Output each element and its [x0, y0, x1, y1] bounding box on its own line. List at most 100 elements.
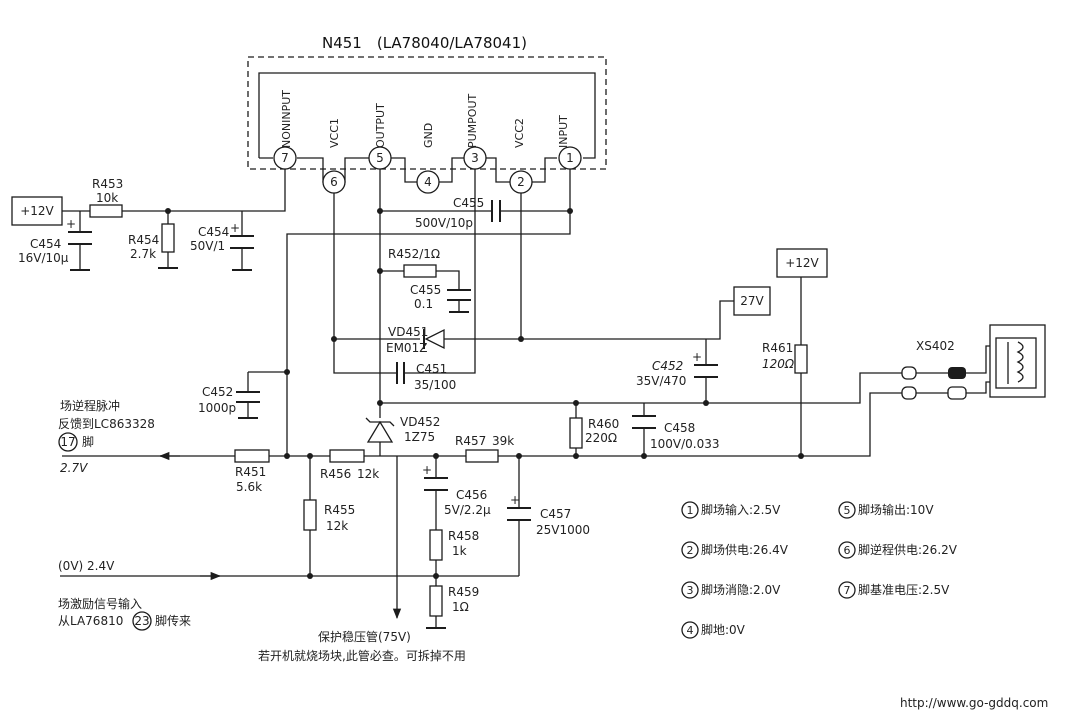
- ic-package-outline: [247, 56, 607, 170]
- c455-top-label: C455: [453, 196, 484, 210]
- supply-12v-left-label: +12V: [20, 204, 54, 218]
- pin-name-1: INPUT: [557, 115, 570, 148]
- voltage-pin-7-num: 7: [844, 584, 851, 597]
- voltage-pin-1-text: 脚场输入:2.5V: [701, 502, 781, 517]
- junctions: [165, 208, 804, 579]
- c452-left-value: 1000p: [198, 401, 236, 415]
- voltage-pin-6-num: 6: [844, 544, 851, 557]
- pin-1-number: 1: [566, 151, 574, 165]
- connector-xs402: [880, 345, 996, 400]
- voltage-pin-2-text: 脚场供电:26.4V: [701, 542, 789, 557]
- voltage-pin-1-marker: [681, 501, 699, 519]
- capacitor-c452-right: +: [692, 350, 718, 378]
- r457-value: 39k: [492, 434, 514, 448]
- r459-label: R459: [448, 585, 479, 599]
- r461-label: R461: [762, 341, 793, 355]
- resistor-r457: [465, 449, 499, 463]
- protect-note-line1: 保护稳压管(75V): [318, 629, 411, 644]
- r452-label: R452/1Ω: [388, 247, 440, 261]
- pin-name-3: PUMPOUT: [466, 93, 479, 148]
- voltage-pin-3-num: 3: [687, 584, 694, 597]
- drive-pin-number: 23: [134, 614, 149, 628]
- pin-4-marker: [416, 170, 440, 194]
- drive-label-line2-post: 脚传来: [155, 613, 191, 628]
- vd452-label: VD452: [400, 415, 440, 429]
- r453-value: 10k: [96, 191, 118, 205]
- supply-27v-label: 27V: [740, 294, 764, 308]
- flyback-voltage: 2.7V: [60, 461, 88, 475]
- capacitor-c455-top: [491, 200, 501, 222]
- svg-text:+: +: [692, 350, 702, 364]
- r456-label: R456: [320, 467, 351, 481]
- pin-2-number: 2: [517, 175, 525, 189]
- r458-label: R458: [448, 529, 479, 543]
- capacitor-c454-mid: +: [230, 221, 254, 271]
- resistor-r456: [329, 449, 365, 463]
- r455-value: 12k: [326, 519, 348, 533]
- c454-mid-value: 50V/1: [190, 239, 225, 253]
- svg-text:+: +: [510, 493, 520, 507]
- pin-name-7: NONINPUT: [280, 90, 293, 148]
- voltage-pin-5-num: 5: [844, 504, 851, 517]
- r454-label: R454: [128, 233, 159, 247]
- flyback-label-line1: 场逆程脉冲: [60, 398, 120, 413]
- c452-right-label: C452: [652, 359, 683, 373]
- capacitor-c451: [396, 362, 405, 384]
- pin-name-4: GND: [422, 123, 435, 148]
- supply-12v-right-label: +12V: [785, 256, 819, 270]
- c451-label: C451: [416, 362, 447, 376]
- drive-label-line2-pre: 从LA76810: [58, 614, 123, 628]
- ic-title: N451 (LA78040/LA78041): [322, 34, 527, 52]
- c452-left-label: C452: [202, 385, 233, 399]
- r460-value: 220Ω: [585, 431, 617, 445]
- r455-label: R455: [324, 503, 355, 517]
- supply-12v-left: [11, 196, 63, 226]
- svg-text:+: +: [230, 221, 240, 235]
- resistor-r452: [403, 264, 437, 278]
- resistor-r459: [429, 585, 443, 617]
- drive-label-line1: 场激励信号输入: [58, 596, 142, 611]
- r451-label: R451: [235, 465, 266, 479]
- c451-value: 35/100: [414, 378, 456, 392]
- vd452-value: 1Z75: [404, 430, 435, 444]
- voltage-pin-2-num: 2: [687, 544, 694, 557]
- capacitor-c454-left: +: [66, 217, 92, 271]
- vd451-value: EM01Z: [386, 341, 427, 355]
- c452-right-value: 35V/470: [636, 374, 686, 388]
- pin-name-6: VCC1: [328, 118, 341, 148]
- capacitor-c457: +: [507, 493, 531, 521]
- source-url: http://www.go-gddq.com: [900, 696, 1048, 710]
- wiring: [60, 169, 880, 628]
- c454-mid-label: C454: [198, 225, 229, 239]
- voltage-pin-2-marker: [681, 541, 699, 559]
- voltage-pin-4-num: 4: [687, 624, 694, 637]
- pin-names: NONINPUT VCC1 OUTPUT GND PUMPOUT VCC2 IN…: [280, 90, 570, 148]
- drive-voltage: (0V) 2.4V: [58, 559, 115, 573]
- c457-value: 25V1000: [536, 523, 590, 537]
- voltage-pin-4-text: 脚地:0V: [701, 622, 746, 637]
- diode-vd451: [423, 328, 445, 350]
- pin-7-number: 7: [281, 151, 289, 165]
- r454-value: 2.7k: [130, 247, 156, 261]
- flyback-label-line2: 反馈到LC863328: [58, 417, 155, 431]
- voltage-pin-4-marker: [681, 621, 699, 639]
- r453-label: R453: [92, 177, 123, 191]
- pin-circles: 7 6 5 4 3 2 1: [273, 146, 582, 194]
- voltage-pin-6-text: 脚逆程供电:26.2V: [858, 542, 958, 557]
- svg-text:+: +: [422, 463, 432, 477]
- protect-note-line2: 若开机就烧场块,此管必查。可拆掉不用: [258, 648, 466, 663]
- supply-12v-right: [776, 248, 828, 278]
- drive-pin-marker: [132, 611, 152, 631]
- c457-label: C457: [540, 507, 571, 521]
- supply-27v: [733, 286, 771, 316]
- voltage-pin-7-text: 脚基准电压:2.5V: [858, 582, 950, 597]
- capacitor-c455-small: [447, 289, 471, 313]
- vd451-label: VD451: [388, 325, 428, 339]
- pin-name-5: OUTPUT: [374, 103, 387, 148]
- flyback-pin-marker: [58, 432, 78, 452]
- voltage-pin-3-text: 脚场消隐:2.0V: [701, 582, 781, 597]
- pin-name-2: VCC2: [513, 118, 526, 148]
- voltage-pin-6-marker: [838, 541, 856, 559]
- voltage-pin-5-text: 脚场输出:10V: [858, 502, 934, 517]
